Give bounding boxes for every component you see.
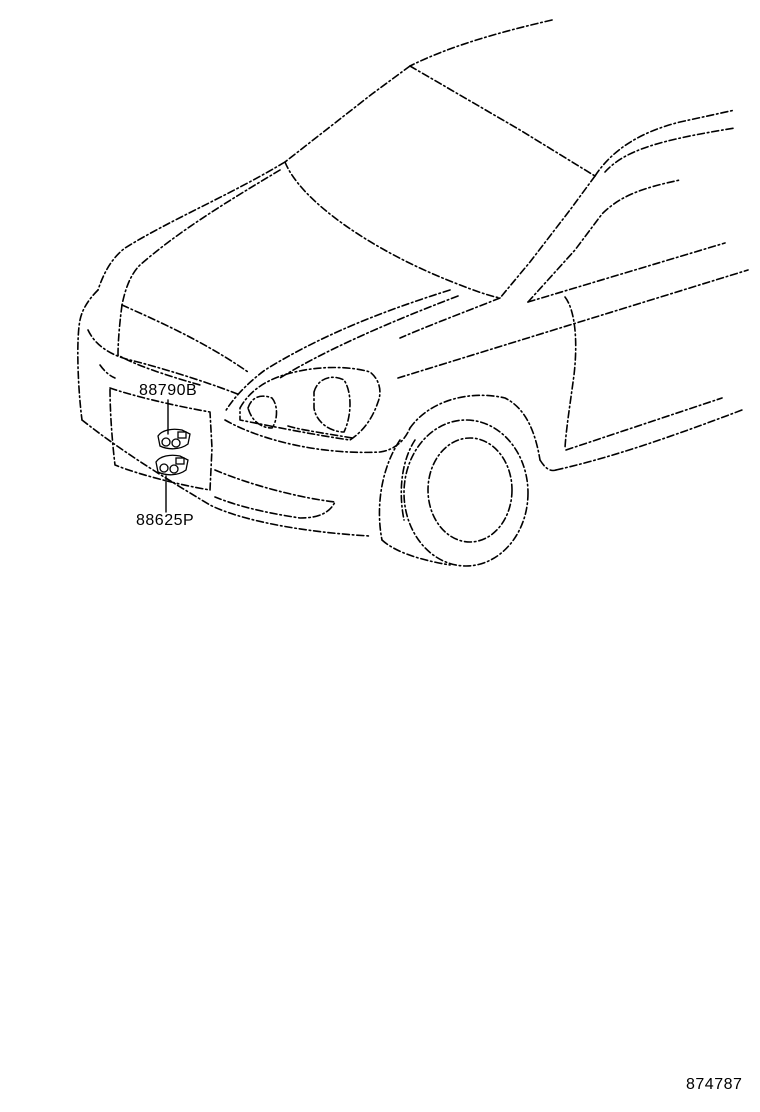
part-label-88625p[interactable]: 88625P [136,512,195,529]
part-88625p-connector-icon [155,454,189,476]
part-88790b-connector-icon [157,428,191,450]
part-label-88790b[interactable]: 88790B [139,382,198,399]
car-body-outline [77,19,749,567]
figure-number: 874787 [686,1076,743,1093]
